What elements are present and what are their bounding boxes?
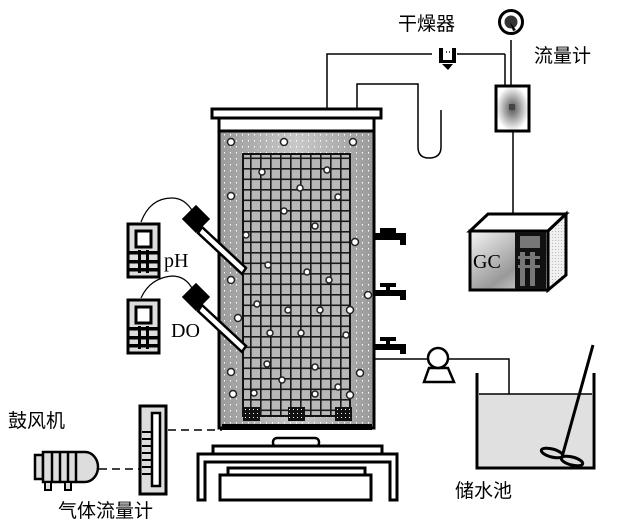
blower-icon: [33, 450, 100, 491]
gauge-icon: [498, 9, 524, 35]
gc-instrument: [466, 210, 570, 294]
media-grid: [242, 153, 351, 417]
diffuser: [288, 407, 305, 421]
do-meter: [126, 275, 194, 355]
ph-label: pH: [164, 250, 188, 272]
gas-flowmeter-label: 气体流量计: [58, 500, 153, 522]
blower-label: 鼓风机: [8, 410, 65, 432]
do-label: DO: [171, 320, 200, 342]
gas-outlet-pipes: [326, 40, 514, 213]
reactor: [210, 107, 383, 449]
flowmeter-top: [494, 84, 531, 133]
stirrer-icon: [539, 344, 595, 468]
base-stand: [196, 444, 399, 502]
sampling-tap-icon: [374, 337, 406, 354]
gas-flowmeter-icon: [138, 404, 168, 496]
sampling-tap-icon: [374, 228, 406, 245]
storage-tank: [475, 373, 596, 470]
gc-label: GC: [473, 251, 501, 273]
dryer: [439, 48, 456, 70]
sampling-taps: [374, 228, 406, 354]
storage-tank-label: 储水池: [455, 480, 512, 502]
flowmeter-label: 流量计: [534, 45, 591, 67]
diffuser: [335, 407, 352, 421]
sampling-tap-icon: [374, 283, 406, 300]
pump-icon: [422, 346, 456, 384]
ph-meter: [126, 197, 194, 279]
bubbles: [226, 137, 373, 400]
air-distribution-pipe: [222, 424, 372, 430]
diffuser: [243, 407, 260, 421]
dryer-label: 干燥器: [398, 13, 455, 35]
